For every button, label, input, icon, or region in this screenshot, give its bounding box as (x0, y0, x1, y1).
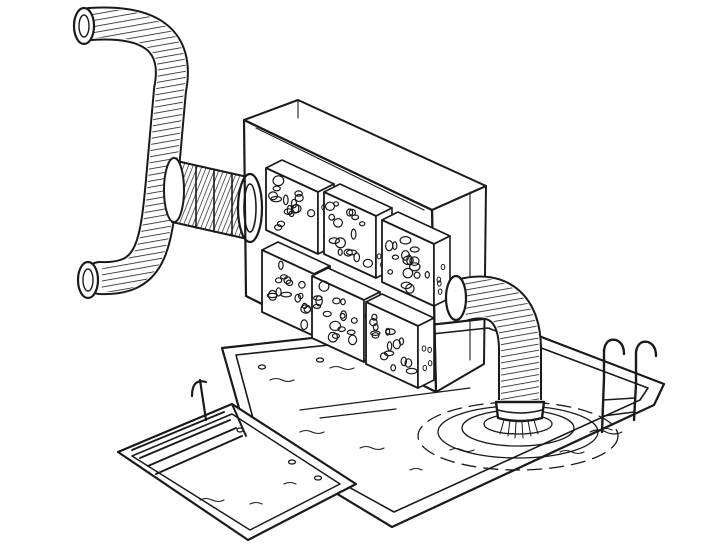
outlet-hose (444, 274, 546, 439)
sponge-block (365, 293, 435, 389)
sponge-filter-blocks (261, 159, 451, 389)
threaded-coupling (163, 157, 264, 244)
small-tray-pool (116, 378, 358, 542)
pool-ladder (589, 338, 658, 435)
sponge-block (381, 211, 451, 307)
intake-hose (72, 6, 189, 300)
filter-tank (242, 99, 487, 394)
